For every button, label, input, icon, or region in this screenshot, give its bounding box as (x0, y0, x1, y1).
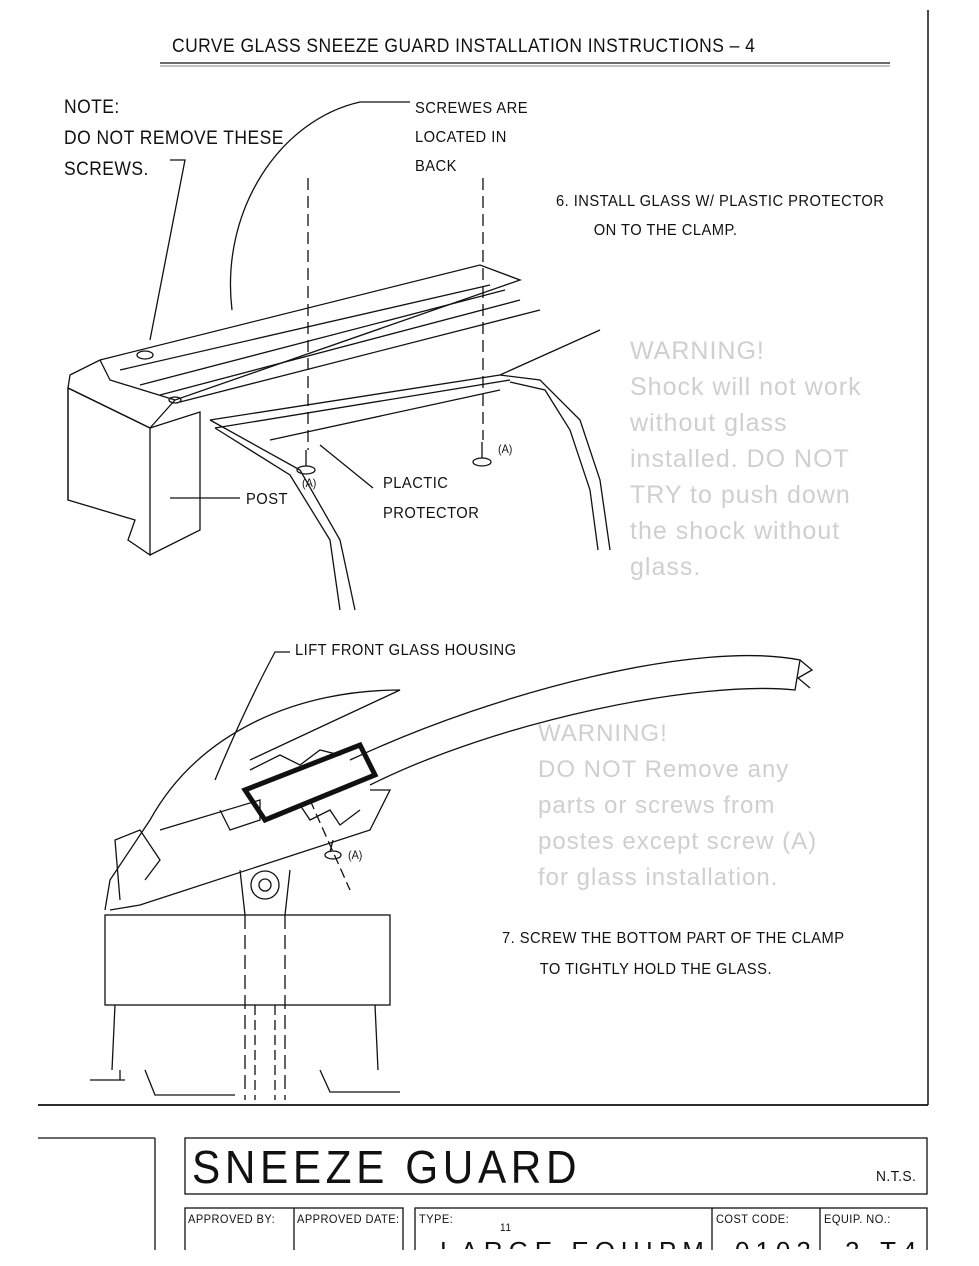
approved-by-label: APPROVED BY: (188, 1212, 276, 1226)
clamp-section-view (90, 651, 814, 1100)
type-label: TYPE: (419, 1212, 454, 1226)
approved-date-label: APPROVED DATE: (297, 1212, 400, 1226)
page-title: CURVE GLASS SNEEZE GUARD INSTALLATION IN… (172, 36, 756, 57)
cost-code-value: 01020 (735, 1236, 817, 1249)
screw-a-label: (A) (348, 848, 363, 862)
scale-label: N.T.S. (876, 1168, 917, 1185)
note-leader (149, 159, 186, 341)
type-value: LARGE EQUIPMENT (440, 1236, 710, 1249)
screw-a-label: (A) (302, 476, 317, 490)
screw-icon (296, 450, 316, 475)
equip-no-value: 2-T4 (845, 1236, 925, 1249)
drawing-title: SNEEZE GUARD (192, 1141, 582, 1193)
screw-icon (472, 442, 492, 467)
screws-leader (229, 101, 410, 311)
type-number: 11 (500, 1222, 512, 1234)
lift-leader (214, 651, 290, 781)
clamp-top-view (67, 264, 611, 611)
post-label: POST (246, 491, 288, 508)
cost-code-label: COST CODE: (716, 1212, 790, 1226)
lift-label: LIFT FRONT GLASS HOUSING (295, 642, 517, 659)
page-bottom-edge (0, 1250, 979, 1266)
title-box (184, 1137, 928, 1195)
screw-a-label: (A) (498, 442, 513, 456)
equip-no-label: EQUIP. NO.: (824, 1212, 891, 1226)
screw-icon (324, 839, 342, 860)
